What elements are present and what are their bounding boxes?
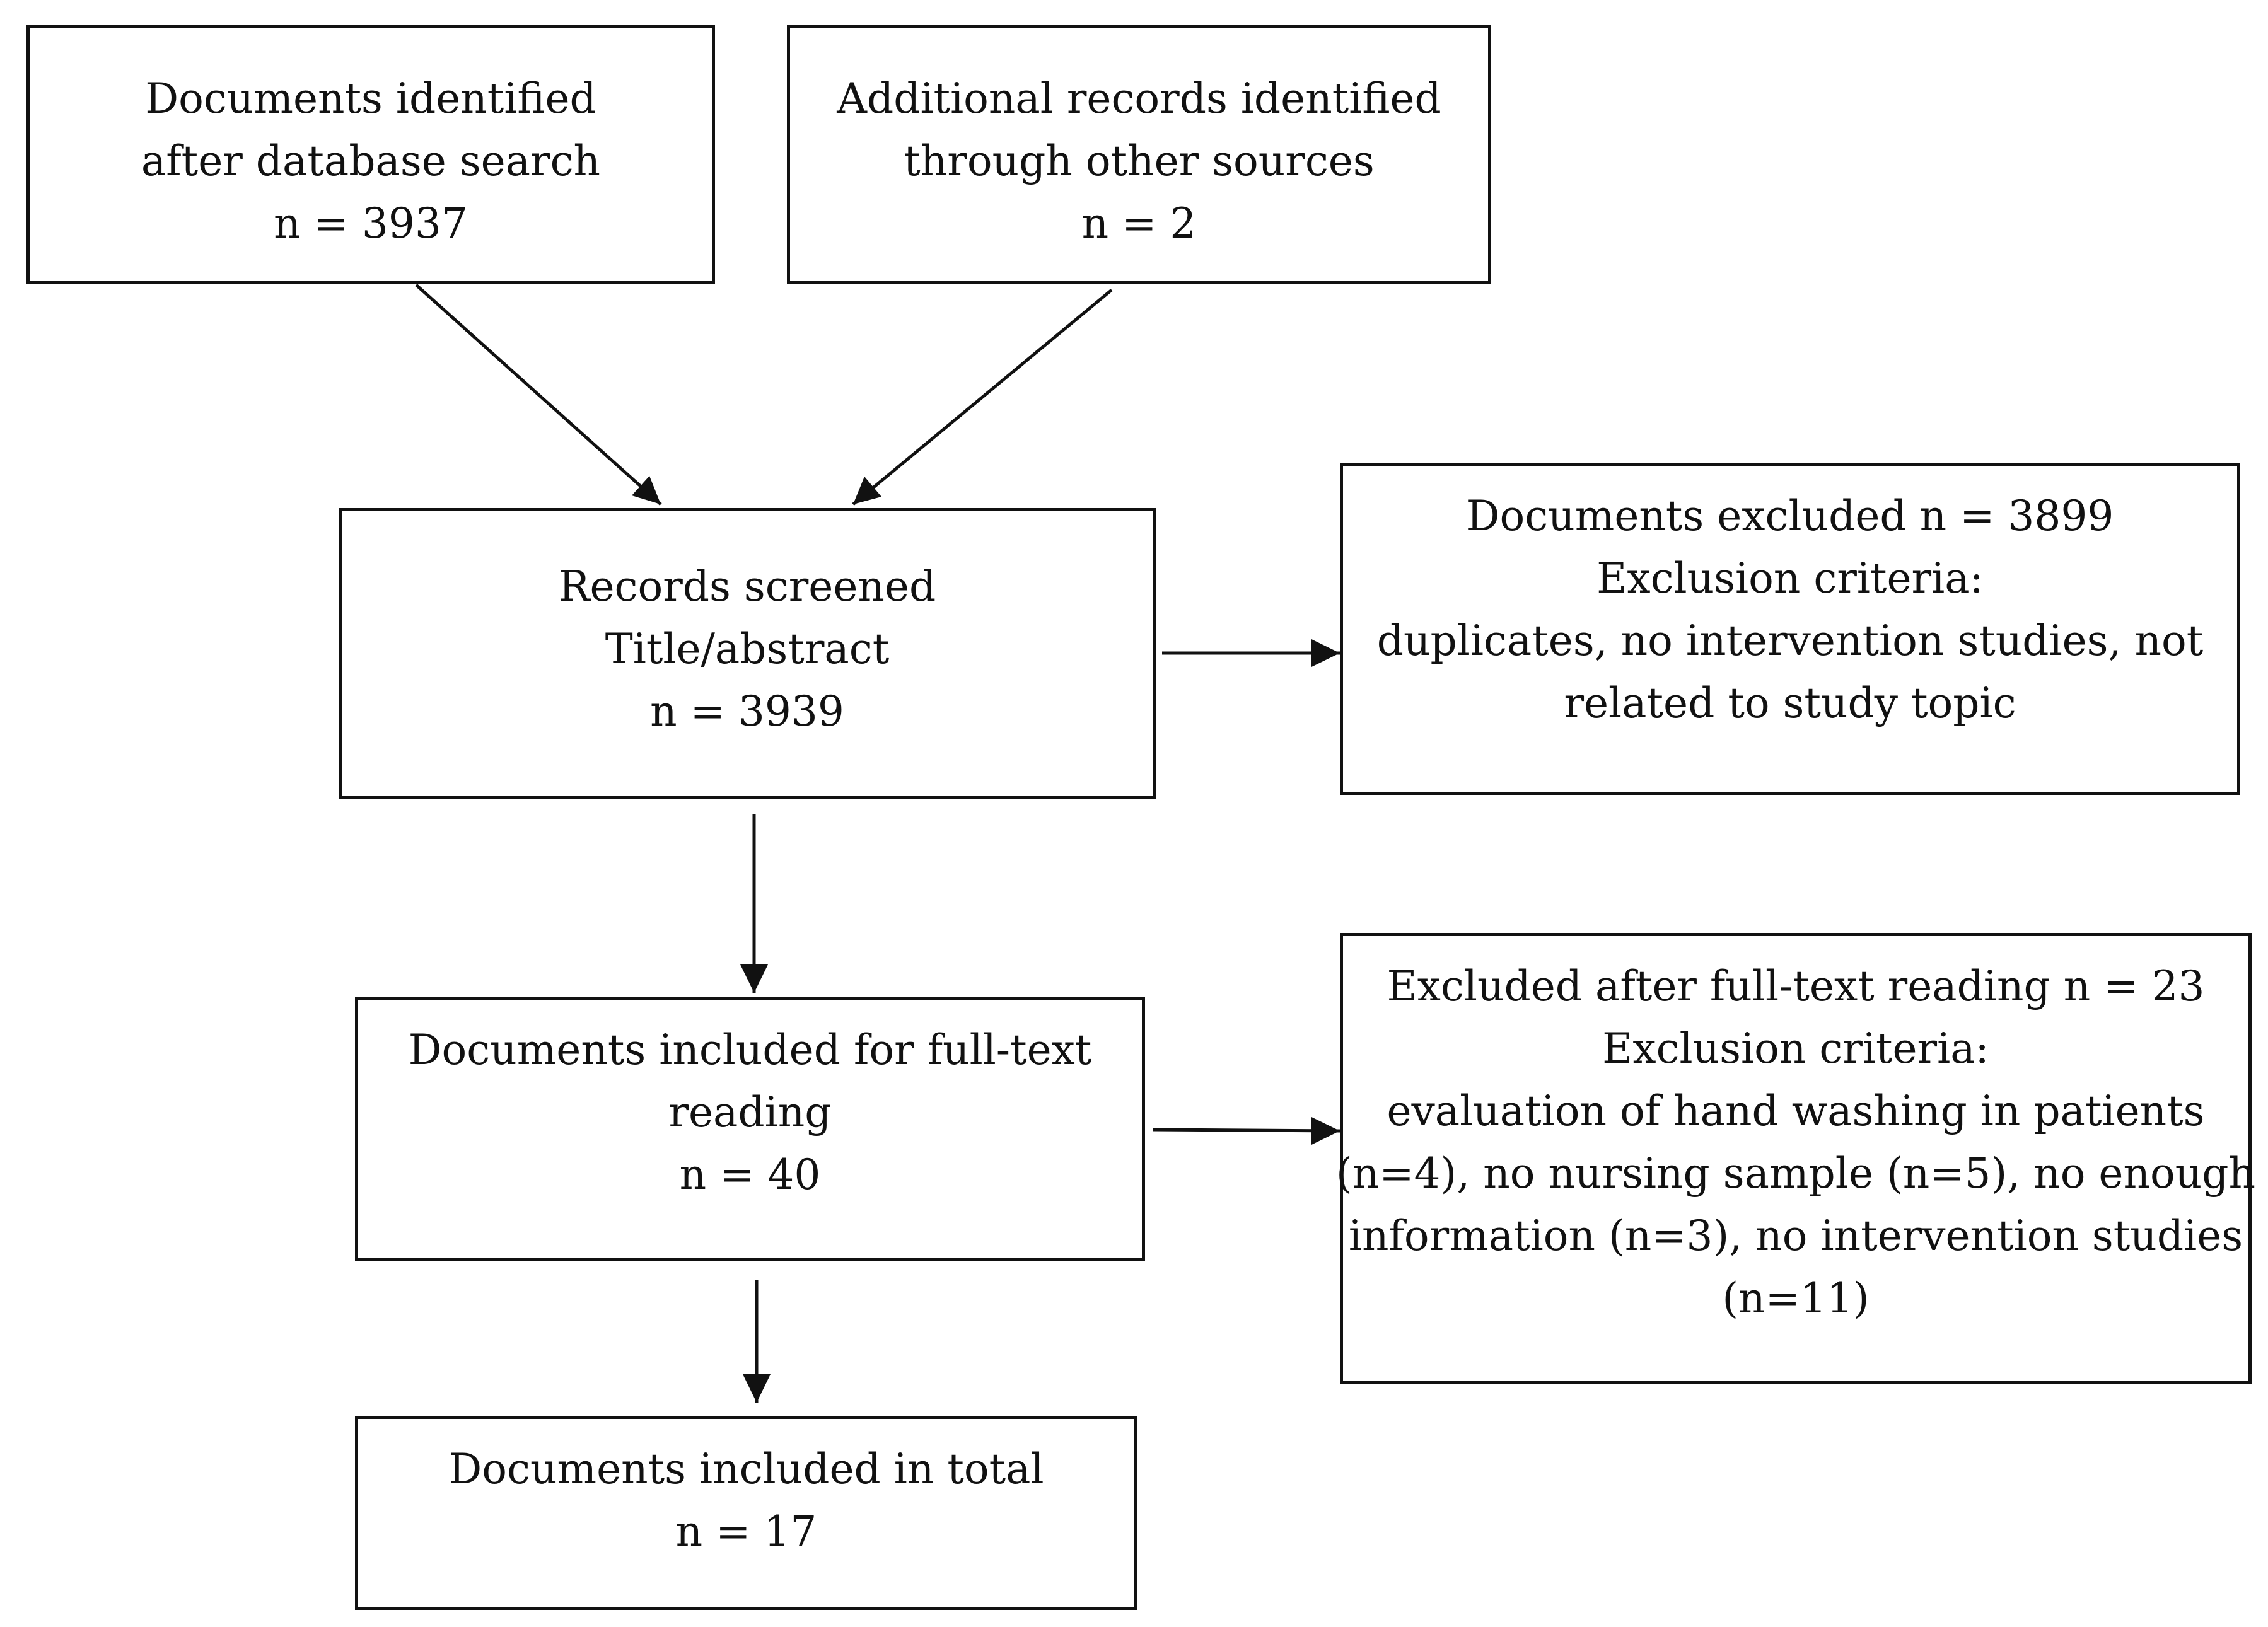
box-line: n = 3937 bbox=[274, 199, 468, 248]
arrowhead-screened-to-fulltext bbox=[740, 964, 768, 993]
arrow-other-to-screened bbox=[852, 289, 1113, 506]
box-line: n = 40 bbox=[679, 1150, 821, 1199]
box-db-search: Documents identified after database sear… bbox=[26, 25, 715, 284]
box-line: n = 2 bbox=[1081, 199, 1197, 248]
box-line: evaluation of hand washing in patients bbox=[1387, 1087, 2205, 1135]
box-line: Title/abstract bbox=[605, 625, 890, 673]
box-excluded-full-text: Excluded after full-text reading n = 23 … bbox=[1336, 933, 2255, 1384]
box-line: Documents included for full-text bbox=[408, 1026, 1092, 1074]
box-records-screened: Records screened Title/abstract n = 3939 bbox=[339, 508, 1156, 799]
box-line: duplicates, no intervention studies, not bbox=[1376, 617, 2204, 665]
box-line: Excluded after full-text reading n = 23 bbox=[1387, 962, 2205, 1010]
box-excluded-screening: Documents excluded n = 3899 Exclusion cr… bbox=[1340, 463, 2240, 795]
box-line: Documents identified bbox=[145, 74, 596, 123]
box-line: (n=11) bbox=[1722, 1274, 1870, 1323]
arrowhead-other-to-screened bbox=[853, 477, 881, 504]
box-line: Exclusion criteria: bbox=[1596, 554, 1984, 603]
arrowhead-fulltext-to-included bbox=[743, 1374, 771, 1403]
box-line: after database search bbox=[141, 137, 601, 185]
box-line: related to study topic bbox=[1564, 679, 2016, 727]
box-other-sources: Additional records identified through ot… bbox=[787, 25, 1491, 284]
box-included-total: Documents included in total n = 17 bbox=[355, 1416, 1137, 1610]
box-line: Documents excluded n = 3899 bbox=[1466, 492, 2114, 540]
box-line: Exclusion criteria: bbox=[1602, 1024, 1989, 1073]
box-full-text-reading: Documents included for full-text reading… bbox=[355, 997, 1145, 1261]
arrowhead-screened-to-excluded bbox=[1311, 639, 1340, 667]
box-line: Documents included in total bbox=[448, 1445, 1044, 1493]
arrow-fulltext-to-excluded bbox=[1153, 1128, 1340, 1133]
box-line: reading bbox=[668, 1088, 832, 1137]
arrowhead-fulltext-to-excluded bbox=[1311, 1117, 1340, 1145]
arrowhead-db-to-screened bbox=[632, 476, 661, 504]
arrow-db-to-screened bbox=[415, 284, 662, 506]
box-line: information (n=3), no intervention studi… bbox=[1348, 1212, 2243, 1260]
box-line: (n=4), no nursing sample (n=5), no enoug… bbox=[1336, 1149, 2255, 1198]
box-line: Records screened bbox=[558, 562, 936, 611]
box-line: n = 17 bbox=[675, 1507, 817, 1556]
box-line: Additional records identified bbox=[837, 74, 1441, 123]
box-line: n = 3939 bbox=[650, 687, 844, 736]
box-line: through other sources bbox=[904, 137, 1375, 185]
